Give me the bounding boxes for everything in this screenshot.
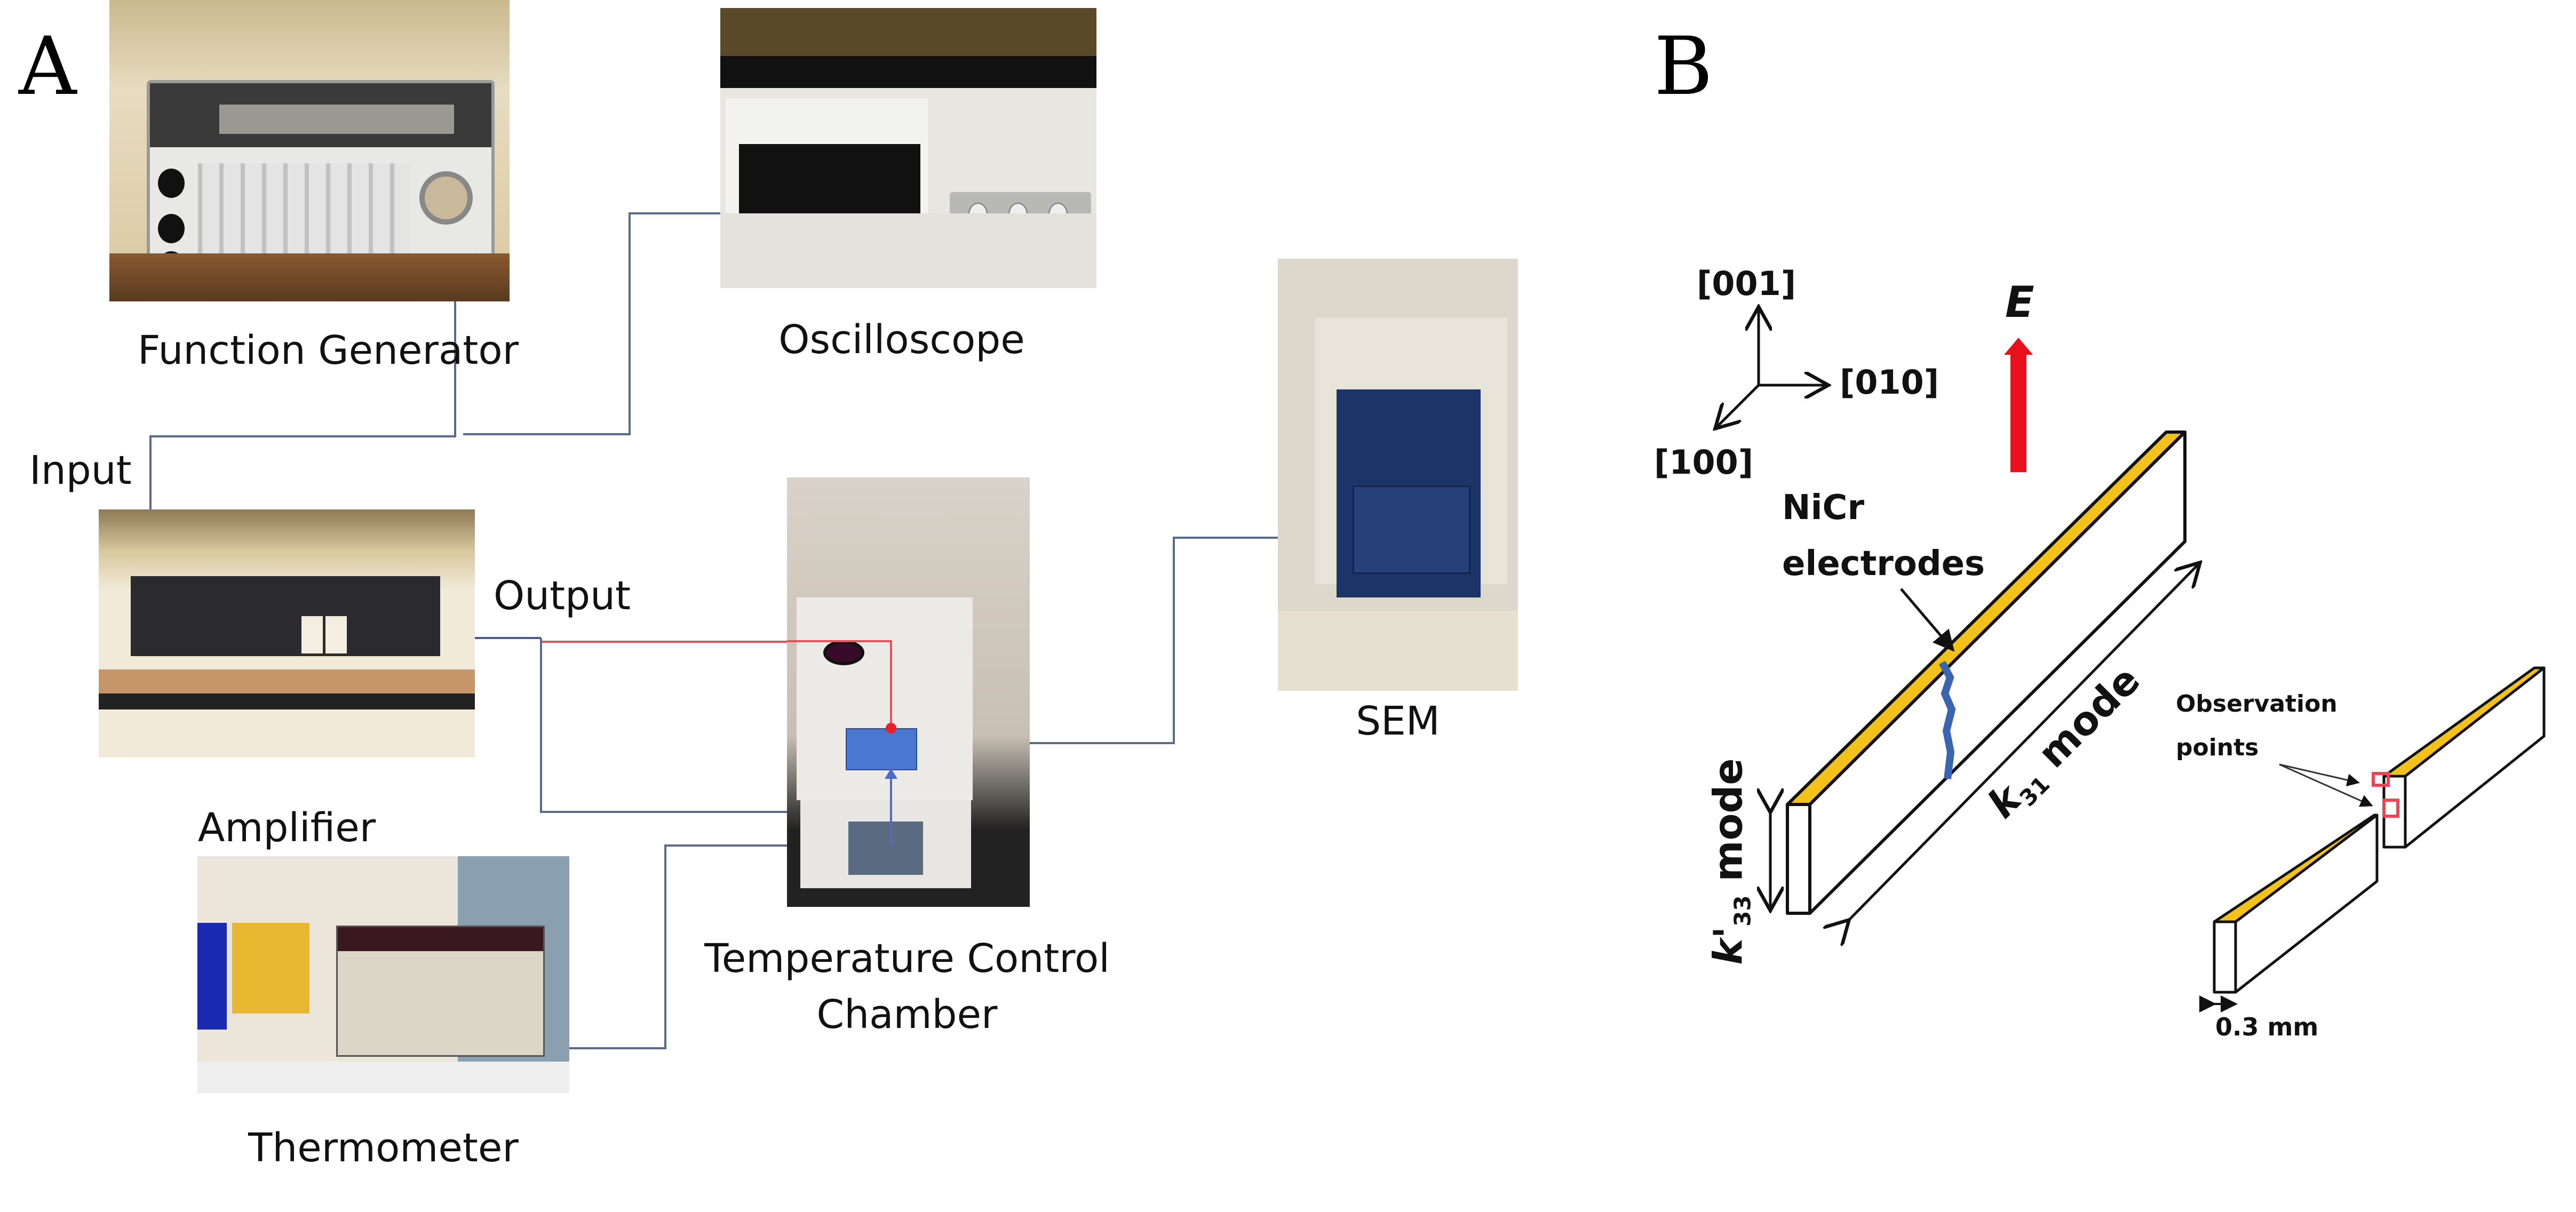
temperature-chamber-label-line1: Temperature Control	[704, 936, 1110, 982]
amplifier-label: Amplifier	[197, 805, 376, 851]
axis-100-arrow	[1717, 384, 1760, 427]
wire-fg-to-amp-input	[149, 301, 456, 512]
function-generator-label: Function Generator	[137, 328, 519, 373]
k33-mode-label: k'33 mode	[1705, 758, 1756, 965]
k33-symbol: k'	[1705, 926, 1752, 965]
input-label: Input	[29, 448, 132, 493]
sem-label: SEM	[1356, 698, 1440, 744]
output-label: Output	[494, 573, 631, 619]
wire-thermometer-to-chamber	[569, 844, 907, 1049]
panel-a-label: A	[19, 20, 77, 113]
sample-block	[846, 728, 917, 770]
thickness-label: 0.3 mm	[2215, 1012, 2319, 1041]
amplifier-photo	[99, 509, 475, 758]
function-generator-photo	[109, 0, 510, 301]
wire-amp-to-chamber-return	[540, 638, 838, 813]
oscilloscope-label: Oscilloscope	[778, 317, 1025, 363]
electrode-label-line1: NiCr	[1782, 488, 1865, 528]
oscilloscope-photo	[720, 8, 1096, 288]
sem-photo	[1278, 259, 1518, 691]
temperature-chamber-photo	[787, 477, 1030, 907]
k33-mode-text: mode	[1705, 758, 1752, 896]
wire-fg-to-osc	[463, 212, 721, 435]
observation-label-line2: points	[2176, 734, 2259, 761]
axis-001-label: [001]	[1697, 264, 1796, 303]
observation-markers	[2372, 772, 2399, 818]
field-arrow	[2004, 338, 2033, 472]
k31-arrow	[1847, 564, 2198, 922]
field-label: E	[2005, 277, 2034, 327]
electrode-pointer	[1900, 588, 1955, 652]
electrode-label-line2: electrodes	[1782, 544, 1985, 584]
thermometer-label: Thermometer	[248, 1125, 519, 1171]
cracked-bar-upper	[2382, 666, 2546, 849]
wire-chamber-to-sem	[1030, 537, 1278, 744]
thermometer-photo	[197, 856, 569, 1094]
cracked-bar-lower	[2213, 814, 2379, 994]
k33-subscript: 33	[1729, 895, 1756, 927]
crystal-axes	[1717, 309, 1826, 427]
observation-pointers	[2279, 763, 2373, 807]
temperature-chamber-label-line2: Chamber	[816, 992, 998, 1038]
panel-b-label: B	[1654, 20, 1713, 113]
axis-100-label: [100]	[1654, 443, 1754, 482]
axis-010-label: [010]	[1840, 363, 1939, 402]
observation-label-line1: Observation	[2176, 690, 2338, 717]
